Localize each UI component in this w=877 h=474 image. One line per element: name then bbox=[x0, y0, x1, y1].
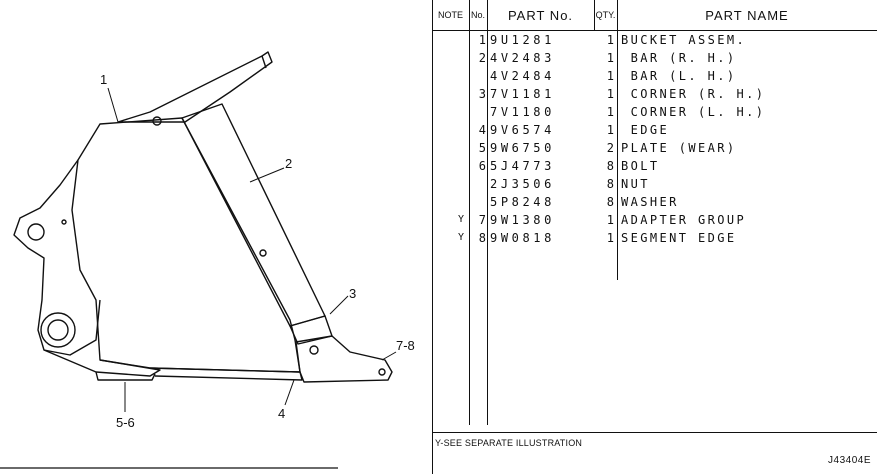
lower-pin-hole bbox=[47, 319, 69, 341]
bar-hole-2 bbox=[152, 116, 162, 126]
callout-5-6: 5-6 bbox=[116, 415, 135, 430]
table-row: 5 9W6750 2 PLATE (WEAR) bbox=[432, 139, 877, 157]
row-part-number: 9W6750 bbox=[490, 141, 555, 155]
wear-plate bbox=[43, 349, 161, 377]
row-part-number: 9V6574 bbox=[490, 123, 555, 137]
row-part-name: ADAPTER GROUP bbox=[621, 213, 747, 227]
row-item-number: 2 bbox=[478, 51, 486, 65]
row-quantity: 1 bbox=[606, 87, 614, 101]
table-row: 2J3506 8 NUT bbox=[432, 175, 877, 193]
callout-2: 2 bbox=[285, 156, 292, 171]
row-quantity: 2 bbox=[606, 141, 614, 155]
wear-plate-lower bbox=[95, 371, 156, 381]
table-row: 4 9V6574 1 EDGE bbox=[432, 121, 877, 139]
bracket-rivet bbox=[61, 219, 67, 225]
row-part-number: 9U1281 bbox=[490, 33, 555, 47]
upper-pin-hole bbox=[27, 223, 45, 241]
row-part-number: 4V2484 bbox=[490, 69, 555, 83]
row-part-name: SEGMENT EDGE bbox=[621, 231, 737, 245]
bucket-illustration: 1 2 3 4 5-6 7-8 bbox=[0, 51, 415, 469]
table-row: Y 8 9W0818 1 SEGMENT EDGE bbox=[432, 229, 877, 247]
row-quantity: 1 bbox=[606, 69, 614, 83]
row-item-number: 7 bbox=[478, 213, 486, 227]
callout-7-8: 7-8 bbox=[396, 338, 415, 353]
table-row: 1 9U1281 1 BUCKET ASSEM. bbox=[432, 31, 877, 49]
row-part-number: 7V1181 bbox=[490, 87, 555, 101]
row-item-number: 8 bbox=[478, 231, 486, 245]
row-part-number: 5J4773 bbox=[490, 159, 555, 173]
row-item-number: 6 bbox=[478, 159, 486, 173]
row-item-number: 4 bbox=[478, 123, 486, 137]
row-part-number: 5P8248 bbox=[490, 195, 555, 209]
row-part-name: BAR (L. H.) bbox=[621, 69, 737, 83]
header-no: No. bbox=[470, 10, 485, 20]
mounting-bracket bbox=[13, 159, 101, 356]
row-quantity: 1 bbox=[606, 33, 614, 47]
row-quantity: 1 bbox=[606, 231, 614, 245]
adapter-bolt-hole-2 bbox=[378, 368, 386, 376]
figure-code: J43404E bbox=[828, 455, 871, 466]
row-item-number: 3 bbox=[478, 87, 486, 101]
row-quantity: 8 bbox=[606, 177, 614, 191]
row-part-number: 4V2483 bbox=[490, 51, 555, 65]
row-part-name: BAR (R. H.) bbox=[621, 51, 737, 65]
row-quantity: 1 bbox=[606, 105, 614, 119]
row-part-name: WASHER bbox=[621, 195, 679, 209]
table-row: 6 5J4773 8 BOLT bbox=[432, 157, 877, 175]
side-bar-outline bbox=[181, 103, 326, 327]
row-quantity: 1 bbox=[606, 123, 614, 137]
spill-plate-edge bbox=[261, 55, 267, 69]
row-quantity: 1 bbox=[606, 213, 614, 227]
header-note: NOTE bbox=[437, 10, 463, 20]
cutting-edge bbox=[149, 367, 303, 381]
row-part-name: BUCKET ASSEM. bbox=[621, 33, 747, 47]
table-row: 2 4V2483 1 BAR (R. H.) bbox=[432, 49, 877, 67]
row-part-name: CORNER (R. H.) bbox=[621, 87, 766, 101]
callout-3: 3 bbox=[349, 286, 356, 301]
adapter-bolt-hole-1 bbox=[309, 345, 319, 355]
table-row: 7V1180 1 CORNER (L. H.) bbox=[432, 103, 877, 121]
row-part-number: 9W1380 bbox=[490, 213, 555, 227]
spill-plate-outline bbox=[117, 51, 273, 123]
table-row: 5P8248 8 WASHER bbox=[432, 193, 877, 211]
row-item-number: 5 bbox=[478, 141, 486, 155]
callout-1: 1 bbox=[100, 72, 107, 87]
row-quantity: 1 bbox=[606, 51, 614, 65]
row-part-name: EDGE bbox=[621, 123, 670, 137]
row-part-name: NUT bbox=[621, 177, 650, 191]
header-qty: QTY. bbox=[595, 10, 616, 20]
header-part-number: PART No. bbox=[507, 7, 574, 23]
header-part-name: PART NAME bbox=[705, 7, 789, 23]
row-part-number: 7V1180 bbox=[490, 105, 555, 119]
table-row: 4V2484 1 BAR (L. H.) bbox=[432, 67, 877, 85]
row-note: Y bbox=[457, 214, 465, 225]
bucket-side-plate bbox=[71, 117, 301, 373]
table-row: 3 7V1181 1 CORNER (R. H.) bbox=[432, 85, 877, 103]
callout-4: 4 bbox=[278, 406, 285, 421]
row-quantity: 8 bbox=[606, 195, 614, 209]
row-note: Y bbox=[457, 232, 465, 243]
corner-adapter bbox=[295, 335, 393, 383]
row-part-number: 2J3506 bbox=[490, 177, 555, 191]
lower-pin-boss bbox=[40, 312, 76, 348]
row-part-name: BOLT bbox=[621, 159, 660, 173]
table-row: Y 7 9W1380 1 ADAPTER GROUP bbox=[432, 211, 877, 229]
row-quantity: 8 bbox=[606, 159, 614, 173]
footnote: Y-SEE SEPARATE ILLUSTRATION bbox=[435, 438, 583, 448]
row-part-name: PLATE (WEAR) bbox=[621, 141, 737, 155]
row-item-number: 1 bbox=[478, 33, 486, 47]
parts-table: NOTE No. PART No. QTY. PART NAME 1 9U1281… bbox=[432, 0, 877, 474]
row-part-name: CORNER (L. H.) bbox=[621, 105, 766, 119]
row-part-number: 9W0818 bbox=[490, 231, 555, 245]
bar-hole-1 bbox=[259, 249, 267, 257]
